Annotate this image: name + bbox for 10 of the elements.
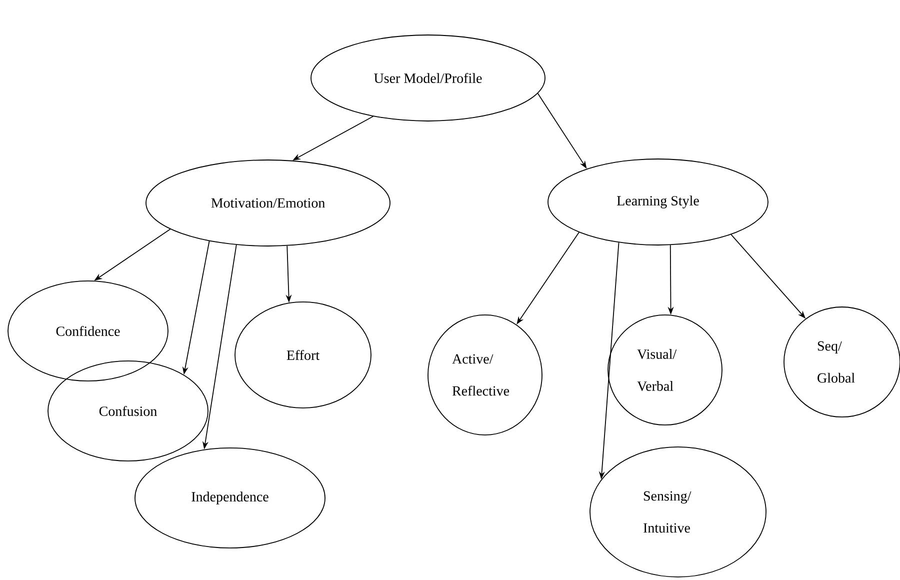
ellipse-node: User Model/Profile: [310, 34, 546, 122]
ellipse-node: Motivation/Emotion: [146, 160, 390, 246]
ellipse-node: Visual/ Verbal: [608, 314, 722, 426]
ellipse-node: Learning Style: [548, 158, 768, 246]
ellipse-node: Sensing/ Intuitive: [590, 446, 766, 578]
ellipse-node: Confidence: [8, 280, 168, 382]
ellipse-node: Active/ Reflective: [428, 314, 542, 436]
ellipse-node: Independence: [134, 448, 326, 548]
ellipse-node: Confusion: [48, 360, 208, 462]
ellipse-node: Effort: [234, 302, 372, 408]
